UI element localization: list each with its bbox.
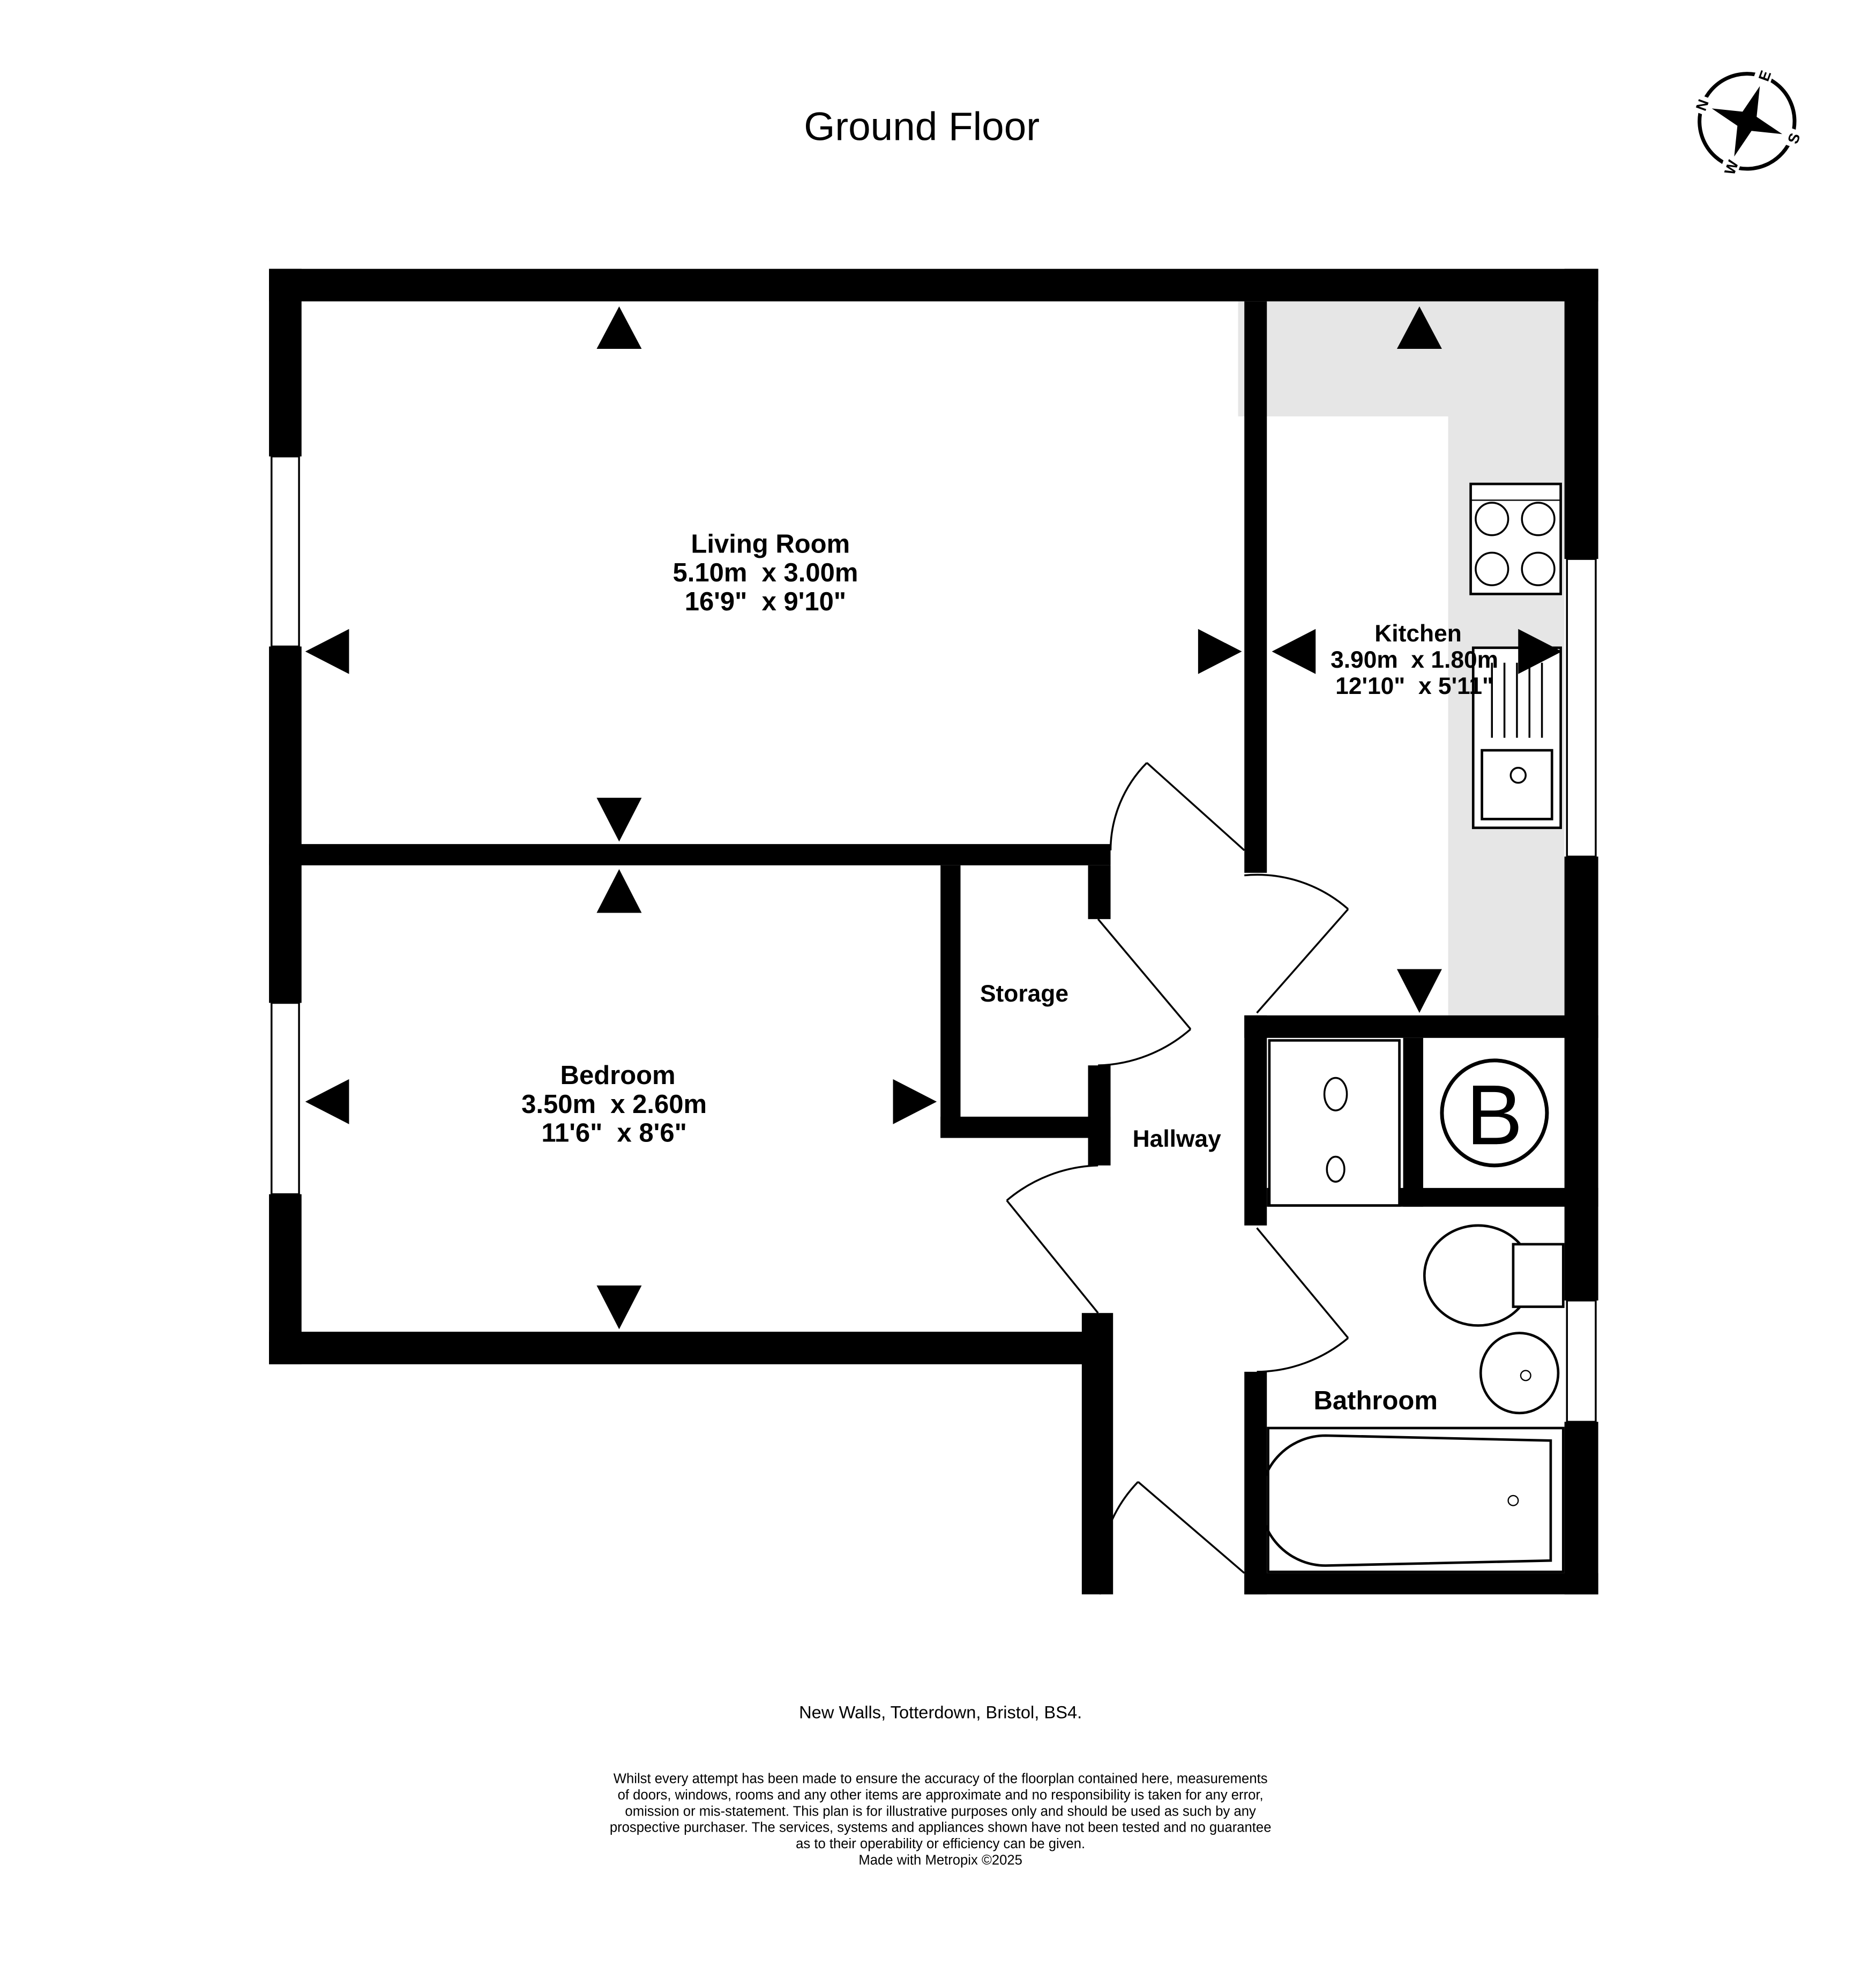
disclaimer-line: Whilst every attempt has been made to en… [614,1772,1268,1787]
disclaimer-line: as to their operability or efficiency ca… [796,1836,1085,1851]
boiler-label: B [1466,1067,1523,1162]
kitchen-metric: 3.90m x 1.80m [1331,647,1498,673]
bathroom-label: Bathroom [1314,1386,1438,1415]
storage-label: Storage [980,981,1068,1007]
bath-icon [1259,1426,1565,1573]
living-room-label: Living Room 5.10m x 3.00m 16'9" x 9'10" [672,529,858,616]
bedroom-name: Bedroom [560,1061,676,1090]
shower-icon [1268,1039,1401,1207]
hallway-label: Hallway [1133,1126,1221,1152]
basin-icon [1479,1332,1560,1415]
kitchen-name: Kitchen [1374,621,1462,647]
toilet-icon [1423,1224,1565,1327]
disclaimer-line: prospective purchaser. The services, sys… [610,1820,1272,1835]
disclaimer-line: omission or mis-statement. This plan is … [625,1804,1256,1819]
living-room-imperial: 16'9" x 9'10" [685,587,846,616]
hob-icon [1469,482,1562,595]
compass-icon: N S E W [1691,65,1804,177]
bedroom-metric: 3.50m x 2.60m [521,1090,707,1119]
bedroom-imperial: 11'6" x 8'6" [541,1119,686,1148]
dimension-arrows [305,306,1562,1329]
boiler-icon: B [1440,1058,1549,1168]
living-room-metric: 5.10m x 3.00m [672,558,858,587]
walls [269,268,1598,1595]
kitchen-label: Kitchen 3.90m x 1.80m 12'10" x 5'11" [1331,621,1498,699]
floor-title: Ground Floor [804,103,1040,148]
living-room-name: Living Room [691,529,850,558]
kitchen-imperial: 12'10" x 5'11" [1335,673,1493,699]
disclaimer-line: of doors, windows, rooms and any other i… [618,1788,1264,1803]
bedroom-label: Bedroom 3.50m x 2.60m 11'6" x 8'6" [521,1061,707,1147]
doors [1006,762,1349,1595]
sink-icon [1471,646,1562,830]
disclaimer: Whilst every attempt has been made to en… [610,1772,1272,1868]
address: New Walls, Totterdown, Bristol, BS4. [799,1702,1082,1722]
credit: Made with Metropix ©2025 [858,1853,1022,1868]
